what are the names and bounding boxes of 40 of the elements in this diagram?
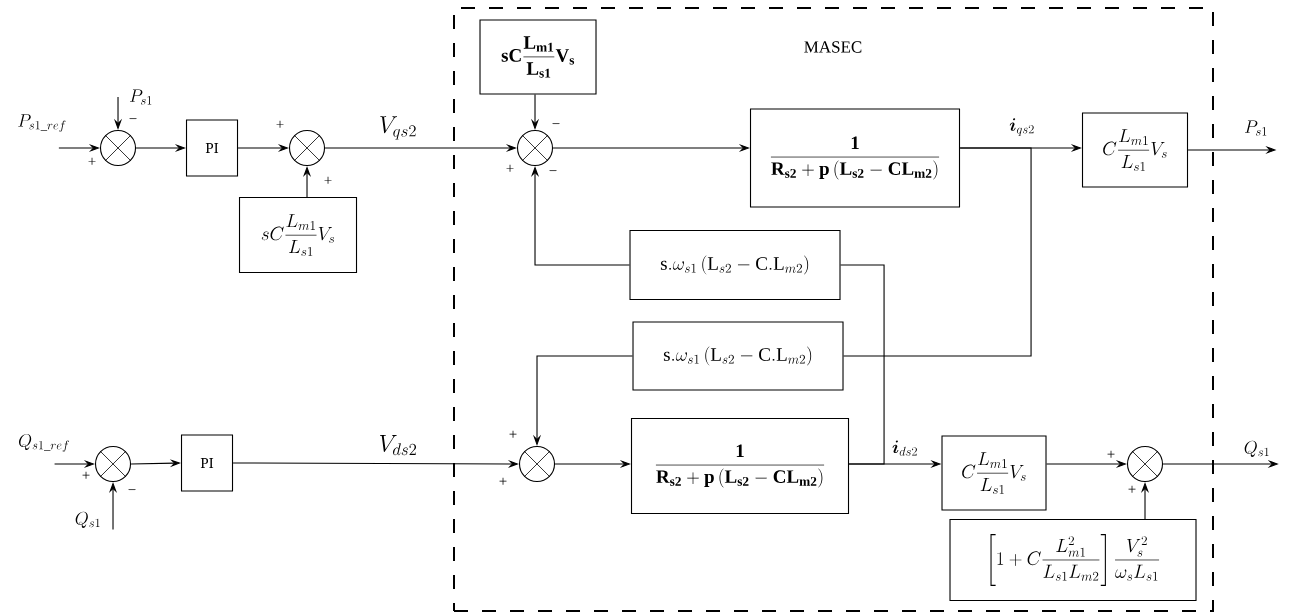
gain-box: $\mathbf{sC\frac{L_{m1}}{L_{s1}}V_s}$ xyxy=(479,19,597,95)
edge-label: $V_{qs2}$ xyxy=(378,115,419,141)
sign-label: − xyxy=(129,118,137,120)
sign-label: + xyxy=(1128,485,1136,493)
signal-label: $Q_{s1}$ xyxy=(1244,440,1269,457)
sign-label: + xyxy=(82,471,90,479)
controller-box: PI xyxy=(185,119,239,177)
signal-label: $Q_{s1}$ xyxy=(75,511,100,528)
gain-box: $C\frac{L_{m1}}{L_{s1}}V_s$ xyxy=(1081,112,1189,188)
sign-label: + xyxy=(499,477,507,485)
signal-label: $P_{s1}$ xyxy=(129,89,152,105)
summing-junction xyxy=(94,445,132,483)
summing-junction xyxy=(518,445,556,483)
sign-label: − xyxy=(128,489,136,491)
transfer-function-box: $\frac{\mathbf{1}}{\mathbf{R_{s2}+p\left(L_{s2}-CL_{m2}\right)}}$ xyxy=(630,417,850,515)
sign-label: + xyxy=(88,157,96,165)
signal-label: $P_{s1\_ref}$ xyxy=(18,114,66,132)
edge-label: $V_{ds2}$ xyxy=(377,434,419,456)
edge-label: $\boldsymbol{i}_{ds2}$ xyxy=(890,439,920,457)
sign-label: + xyxy=(324,176,332,184)
transfer-function-box: $\frac{\mathbf{1}}{\mathbf{R_{s2}+p\left(L_{s2}-CL_{m2}\right)}}$ xyxy=(749,108,961,208)
gain-box: $C\frac{L_{m1}}{L_{s1}}V_s$ xyxy=(941,435,1047,511)
gain-box: $\left[1+C\frac{L_{m1}^{2}}{L_{s1}L_{m2}}\right]\frac{V_s^{2}}{\omega_s L_{s1}}$ xyxy=(949,518,1197,602)
summing-junction xyxy=(1126,445,1164,483)
signal-label: $P_{s1}$ xyxy=(1244,120,1267,136)
coupling-box: $\mathrm{s.}\omega_{s1}\left(\mathrm{L}_{s2}-\mathrm{C.L}_{m2}\right)$ xyxy=(632,321,844,391)
summing-junction xyxy=(516,129,554,167)
sign-label: + xyxy=(276,120,284,128)
edge-label: $\boldsymbol{i}_{qs2}$ xyxy=(1008,117,1036,137)
signal-label: $Q_{s1\_ref}$ xyxy=(19,433,69,452)
sign-label: − xyxy=(552,123,560,125)
controller-box: PI xyxy=(180,434,234,492)
summing-junction xyxy=(99,129,137,167)
gain-box: $sC\frac{L_{m1}}{L_{s1}}V_s$ xyxy=(238,196,358,274)
summing-junction xyxy=(288,129,326,167)
sign-label: + xyxy=(509,430,517,438)
sign-label: − xyxy=(549,170,557,172)
sign-label: + xyxy=(1107,450,1115,458)
coupling-box: $\mathrm{s.}\omega_{s1}\left(\mathrm{L}_{s2}-\mathrm{C.L}_{m2}\right)$ xyxy=(629,229,841,301)
sign-label: + xyxy=(506,164,514,172)
